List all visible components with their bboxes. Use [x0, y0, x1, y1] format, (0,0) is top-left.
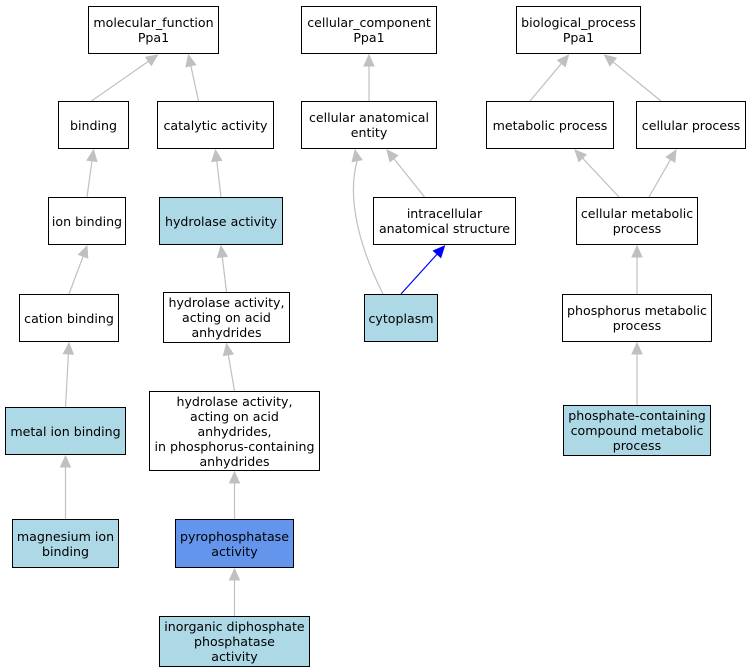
- node-phosphorus-metabolic-process[interactable]: phosphorus metabolic process: [562, 294, 712, 342]
- node-catalytic-activity[interactable]: catalytic activity: [157, 101, 274, 149]
- edge-arrowhead: [86, 148, 98, 163]
- edge-arrowhead: [574, 149, 588, 163]
- edge-arrowhead: [386, 149, 399, 163]
- node-hydrolase-activity[interactable]: hydrolase activity: [159, 197, 283, 245]
- node-biological-process-root[interactable]: biological_process Ppa1: [516, 6, 641, 54]
- edge-hydro_anhyd-to-hydrolase: [221, 256, 228, 293]
- edge-arrowhead: [185, 53, 197, 68]
- edge-arrowhead: [144, 54, 159, 67]
- node-magnesium-ion-binding[interactable]: magnesium ion binding: [12, 519, 119, 568]
- edge-arrowhead: [363, 53, 375, 67]
- edge-cytoplasm-to-cae: [352, 160, 384, 295]
- node-ion-binding[interactable]: ion binding: [48, 197, 126, 245]
- edge-arrowhead: [631, 341, 643, 355]
- edge-cellular_proc-to-bp_root: [612, 61, 662, 102]
- edge-arrowhead: [62, 341, 75, 355]
- edge-hydro_p-to-hydro_anhyd: [227, 354, 236, 392]
- edge-arrowhead: [77, 244, 89, 259]
- node-hydrolase-phosphorus-anhydrides[interactable]: hydrolase activity, acting on acid anhyd…: [149, 391, 320, 471]
- node-cellular-anatomical-entity[interactable]: cellular anatomical entity: [301, 101, 437, 149]
- edge-arrowhead: [216, 244, 229, 259]
- edge-arrowhead: [228, 470, 241, 484]
- node-inorganic-diphosphate-phosphatase[interactable]: inorganic diphosphate phosphatase activi…: [159, 616, 310, 667]
- edge-arrowhead: [631, 244, 643, 258]
- edge-ias-to-cae: [393, 158, 425, 198]
- edge-arrowhead: [603, 54, 618, 67]
- edge-arrowhead: [351, 148, 363, 163]
- edge-arrowhead: [211, 148, 223, 163]
- edge-arrowhead: [665, 148, 677, 163]
- node-metal-ion-binding[interactable]: metal ion binding: [5, 407, 126, 455]
- edge-metabolic-to-bp_root: [529, 63, 562, 102]
- edge-hydrolase-to-catalytic: [216, 160, 222, 198]
- edge-cation-to-ion_binding: [68, 256, 84, 295]
- node-cellular-metabolic-process[interactable]: cellular metabolic process: [576, 197, 698, 245]
- node-intracellular-anatomical-structure[interactable]: intracellular anatomical structure: [373, 197, 516, 245]
- node-cytoplasm[interactable]: cytoplasm: [364, 294, 438, 342]
- node-hydrolase-acid-anhydrides[interactable]: hydrolase activity, acting on acid anhyd…: [163, 292, 290, 343]
- node-metabolic-process[interactable]: metabolic process: [486, 101, 614, 149]
- edge-binding-to-mf_root: [91, 60, 149, 102]
- node-cellular-process[interactable]: cellular process: [636, 101, 746, 149]
- edge-arrowhead: [432, 245, 446, 259]
- edge-arrowhead: [228, 567, 241, 581]
- edge-arrowhead: [222, 342, 235, 357]
- node-pyrophosphatase-activity[interactable]: pyrophosphatase activity: [175, 519, 294, 568]
- edge-cmp-to-metabolic: [582, 157, 620, 198]
- node-phosphate-compound-metabolic-process[interactable]: phosphate-containing compound metabolic …: [563, 405, 711, 456]
- edge-ion_binding-to-binding: [86, 160, 93, 198]
- edge-arrowhead: [59, 454, 72, 468]
- node-binding[interactable]: binding: [58, 101, 129, 149]
- node-cation-binding[interactable]: cation binding: [19, 294, 119, 342]
- node-cellular-component-root[interactable]: cellular_component Ppa1: [301, 6, 437, 54]
- edge-catalytic-to-mf_root: [190, 65, 200, 102]
- edge-metal_ion-to-cation: [64, 353, 69, 408]
- edge-cmp-to-cellular_proc: [648, 159, 672, 198]
- edge-arrowhead: [556, 54, 570, 68]
- node-molecular-function-root[interactable]: molecular_function Ppa1: [88, 6, 219, 54]
- edge-cytoplasm-to-ias: [400, 253, 438, 295]
